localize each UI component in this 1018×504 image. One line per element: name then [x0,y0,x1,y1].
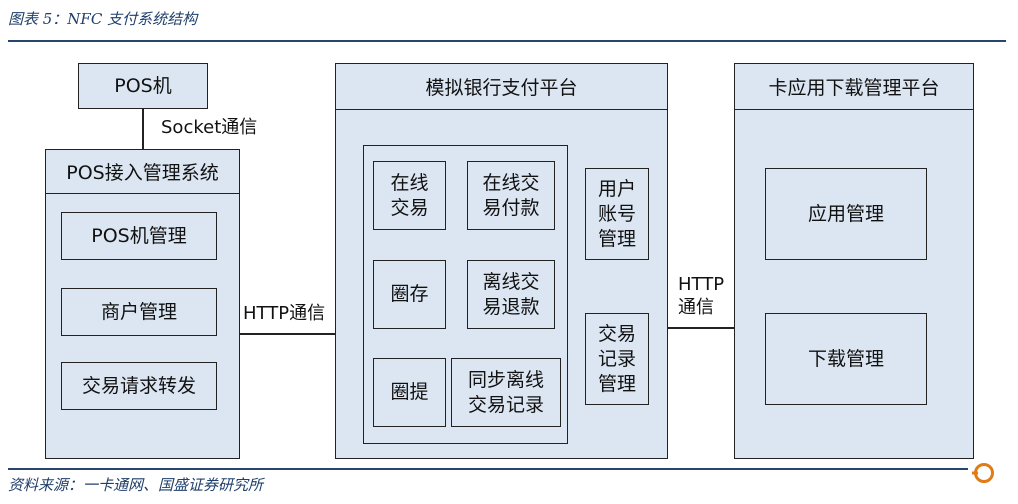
pos-terminal-box: POS机 [78,63,208,109]
sync-offline-transaction-records: 同步离线 交易记录 [451,358,561,427]
module-label: 同步离线 交易记录 [467,368,544,416]
online-transaction-payment: 在线交 易付款 [467,161,555,230]
module-label: 离线交 易退款 [482,270,540,318]
download-management: 下载管理 [765,313,927,405]
module-label: 商户管理 [100,300,177,323]
socket-connector [142,109,144,149]
bank-payment-platform-title: 模拟银行支付平台 [336,64,667,110]
load-funds: 圈存 [373,260,446,329]
figure-caption: 图表 5：NFC 支付系统结构 [8,10,198,28]
merchant-management: 商户管理 [61,288,217,336]
http-connector-right [668,327,734,329]
online-transaction: 在线 交易 [373,161,446,230]
http-link-right-label: HTTP 通信 [678,274,725,318]
withdraw-funds: 圈提 [373,358,446,427]
user-account-management: 用户 账号 管理 [585,168,649,260]
module-label: 应用管理 [807,202,884,225]
module-label: 在线 交易 [390,171,429,219]
http-link-left-label: HTTP通信 [243,303,326,324]
module-label: 圈提 [390,381,429,403]
app-management: 应用管理 [765,168,927,260]
module-label: POS机管理 [91,224,187,247]
pos-terminal-label: POS机 [114,74,172,97]
payment-function-group: 在线 交易 在线交 易付款 圈存 离线交 易退款 圈提 同步离线 交易记录 [363,145,568,444]
offline-transaction-refund: 离线交 易退款 [467,260,555,329]
module-label: 圈存 [390,283,429,305]
module-label: 下载管理 [807,347,884,370]
bank-payment-platform: 模拟银行支付平台 在线 交易 在线交 易付款 圈存 离线交 易退款 圈提 同步离… [335,63,668,459]
card-app-download-platform-title: 卡应用下载管理平台 [735,64,973,110]
transaction-request-forwarding: 交易请求转发 [61,362,217,410]
brand-logo-icon [972,463,994,483]
module-label: 交易 记录 管理 [597,322,636,395]
pos-access-system-title: POS接入管理系统 [46,150,239,194]
http-connector-left [240,333,335,335]
source-note: 资料来源：一卡通网、国盛证券研究所 [8,476,264,494]
module-label: 交易请求转发 [81,374,196,397]
pos-terminal-management: POS机管理 [61,212,217,260]
module-label: 用户 账号 管理 [597,177,636,250]
transaction-record-management: 交易 记录 管理 [585,313,649,405]
source-rule [8,468,968,470]
card-app-download-platform: 卡应用下载管理平台 应用管理 下载管理 [734,63,974,459]
module-label: 在线交 易付款 [482,171,540,219]
caption-rule [8,40,1006,42]
socket-link-label: Socket通信 [161,117,258,138]
pos-access-system: POS接入管理系统 POS机管理 商户管理 交易请求转发 [45,149,240,459]
